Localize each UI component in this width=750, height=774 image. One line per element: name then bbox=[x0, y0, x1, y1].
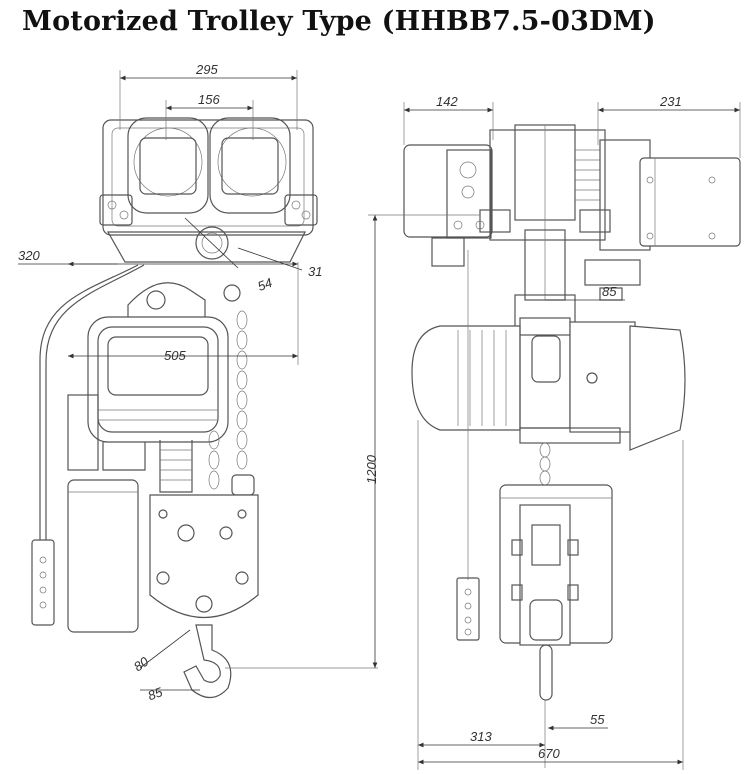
dim-231: 231 bbox=[659, 94, 682, 109]
dim-54: 54 bbox=[256, 275, 275, 294]
dim-31: 31 bbox=[308, 264, 322, 279]
dim-313: 313 bbox=[470, 729, 492, 744]
side-dimensions: 142 231 85 1200 313 55 670 bbox=[364, 94, 741, 770]
dim-142: 142 bbox=[436, 94, 458, 109]
dim-295: 295 bbox=[195, 62, 218, 77]
side-view bbox=[403, 124, 741, 701]
dim-85-hook: 85 bbox=[146, 684, 165, 703]
dim-670: 670 bbox=[538, 746, 560, 761]
dim-85-side: 85 bbox=[602, 284, 617, 299]
dim-320: 320 bbox=[18, 248, 40, 263]
dim-80: 80 bbox=[131, 653, 152, 674]
page-title: Motorized Trolley Type (HHBB7.5-03DM) bbox=[22, 6, 656, 37]
front-dimensions: 295 156 320 31 54 505 80 85 bbox=[18, 62, 378, 703]
dim-55: 55 bbox=[590, 712, 605, 727]
dim-505: 505 bbox=[164, 348, 186, 363]
dim-156: 156 bbox=[198, 92, 220, 107]
dim-1200: 1200 bbox=[364, 454, 379, 484]
front-view bbox=[31, 117, 318, 699]
